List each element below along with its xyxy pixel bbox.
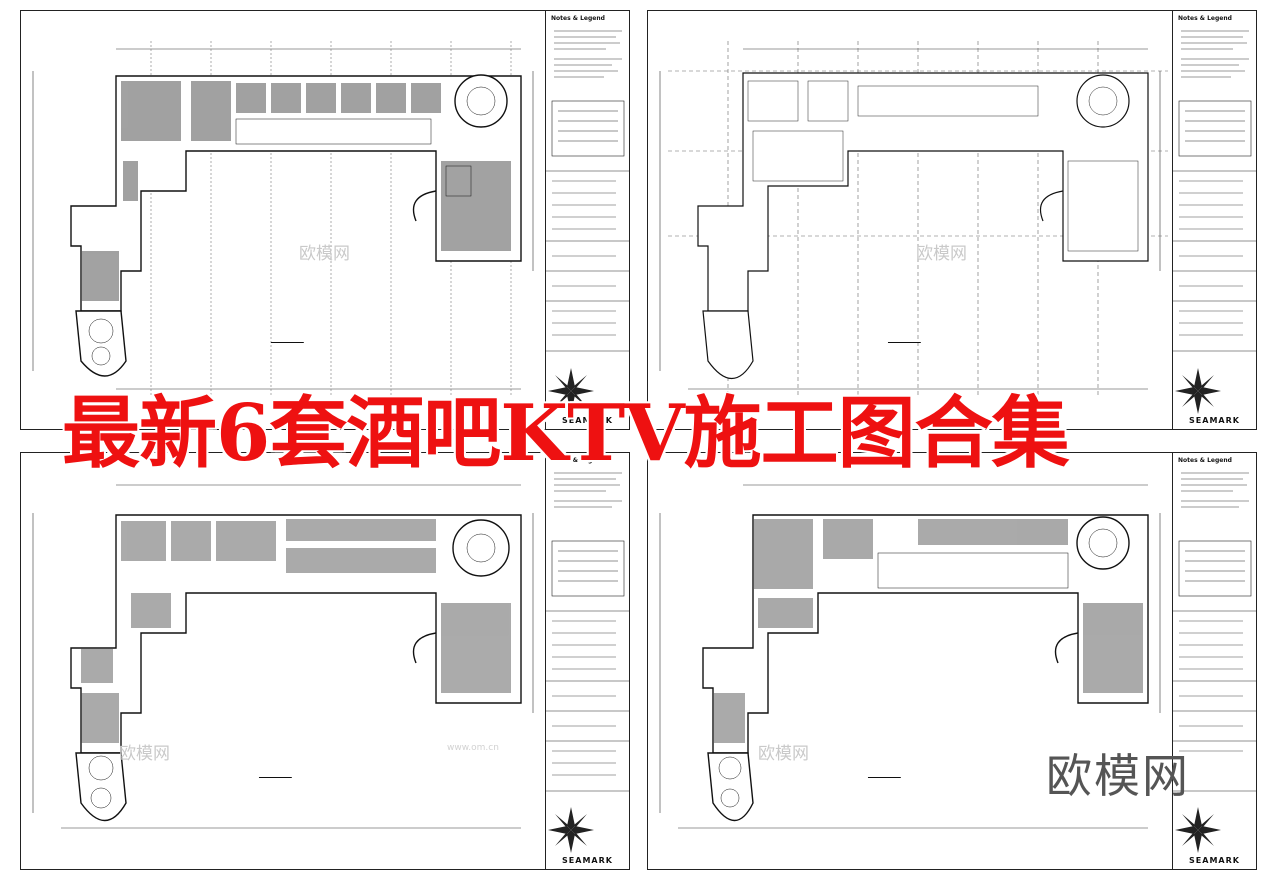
brand-label: SEAMARK bbox=[562, 416, 613, 425]
brand-label: SEAMARK bbox=[1189, 856, 1240, 865]
legend-heading: Notes & Legend bbox=[1178, 15, 1232, 22]
watermark-text: 欧模网 bbox=[916, 244, 967, 264]
compass-logo-icon bbox=[548, 368, 594, 414]
title-block: Notes & Legend bbox=[545, 453, 630, 869]
legend-heading: Notes & Legend bbox=[551, 15, 605, 22]
drawing-sheet-top-left: ______ _ _ _ 欧模网 Notes & Legend bbox=[20, 10, 630, 430]
drawing-sheet-top-right: ______ _ _ _ 欧模网 Notes & Legend bbox=[647, 10, 1257, 430]
title-block: Notes & Legend bbox=[1172, 11, 1257, 429]
legend-heading: Notes & Legend bbox=[551, 457, 605, 464]
watermark-text: 欧模网 bbox=[119, 744, 170, 764]
floor-plan-bottom-left bbox=[32, 484, 534, 829]
watermark-text: 欧模网 bbox=[758, 744, 809, 764]
floor-plan-top-right bbox=[659, 41, 1168, 396]
compass-logo-icon bbox=[1175, 807, 1221, 853]
title-block: Notes & Legend bbox=[545, 11, 630, 429]
title-block: Notes & Legend bbox=[1172, 453, 1257, 869]
plan-title: ______ _ _ _ bbox=[259, 771, 292, 778]
floor-plan-bottom-right bbox=[659, 484, 1161, 829]
plan-title: ______ _ _ _ bbox=[271, 336, 304, 343]
compass-logo-icon bbox=[1175, 368, 1221, 414]
floor-plan-top-left bbox=[32, 41, 534, 396]
watermark-text: 欧模网 bbox=[299, 244, 350, 264]
banner-title: 最新6套酒吧KTV施工图合集 bbox=[62, 388, 1070, 479]
legend-heading: Notes & Legend bbox=[1178, 457, 1232, 464]
corner-watermark: 欧模网 bbox=[1046, 749, 1190, 803]
plan-title: ______ _ _ _ bbox=[868, 771, 901, 778]
compass-logo-icon bbox=[548, 807, 594, 853]
brand-label: SEAMARK bbox=[562, 856, 613, 865]
watermark-url: www.om.cn bbox=[447, 743, 499, 753]
drawing-sheet-bottom-left: ______ _ _ _ 欧模网 www.om.cn Notes & Legen… bbox=[20, 452, 630, 870]
plan-title: ______ _ _ _ bbox=[888, 336, 921, 343]
drawing-sheet-bottom-right: ______ _ _ _ 欧模网 Notes & Legend bbox=[647, 452, 1257, 870]
brand-label: SEAMARK bbox=[1189, 416, 1240, 425]
